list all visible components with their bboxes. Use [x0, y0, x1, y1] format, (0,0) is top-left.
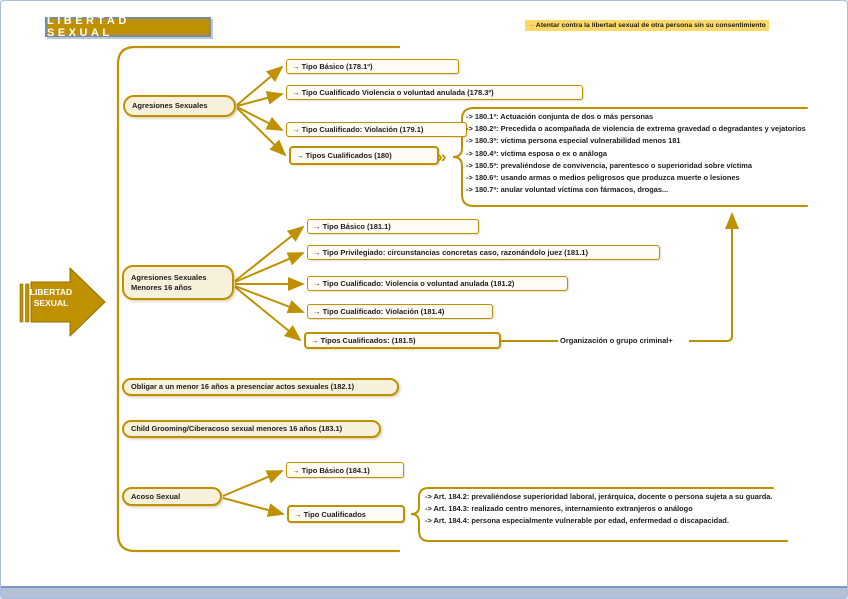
arrow-icon: →	[528, 22, 535, 29]
leaf-tipo-cualificados-184: → Tipo Cualificados	[287, 505, 405, 523]
root-node-label: LIBERTAD SEXUAL	[29, 287, 73, 309]
leaf-tipo-cualificado-violencia-178: → Tipo Cualificado Violencia o voluntad …	[286, 85, 583, 100]
node-agresiones-menores: Agresiones Sexuales Menores 16 años	[122, 265, 234, 300]
list-item: -> Art. 184.2: prevaliéndose superiorida…	[425, 492, 773, 501]
root-arrow-stripe	[25, 283, 30, 323]
leaf-tipo-cualificado-violacion-181: → Tipo Cualificado: Violación (181.4)	[307, 304, 493, 319]
leaf-tipo-privilegiado-181: → Tipo Privilegiado: circunstancias conc…	[307, 245, 660, 260]
root-arrow	[30, 267, 106, 337]
bottom-bar	[1, 586, 847, 598]
leaf-tipo-basico-178: → Tipo Básico (178.1º)	[286, 59, 459, 74]
list-item: -> 180.2ª: Precedida o acompañada de vio…	[466, 124, 806, 134]
list-item: -> 180.1ª: Actuación conjunta de dos o m…	[466, 112, 654, 121]
list-item: -> 180.6ª: usando armas o medios peligro…	[466, 173, 740, 183]
list-item: -> 180.3ª: víctima persona especial vuln…	[466, 136, 681, 146]
list-item: -> Art. 184.4: persona especialmente vul…	[425, 515, 729, 525]
list-180-circumstances: -> 180.1ª: Actuación conjunta de dos o m…	[466, 111, 808, 196]
list-item: -> 180.4ª: víctima esposa o ex o análoga	[466, 148, 607, 158]
list-item: -> Art. 184.3: realizado centro menores,…	[425, 503, 693, 513]
org-criminal-label: Organización o grupo criminal+	[560, 336, 673, 345]
leaf-tipos-cualificados-180: → Tipos Cualificados (180)	[289, 146, 439, 165]
list-item: -> 180.7ª: anular voluntad víctima con f…	[466, 185, 669, 195]
leaf-tipo-cualificado-violacion-179: → Tipo Cualificado: Violación (179.1)	[286, 122, 467, 137]
list-item: -> 180.5ª: prevaliéndose de convivencia,…	[466, 160, 752, 170]
root-arrow-stripe	[19, 283, 24, 323]
node-agresiones-sexuales: Agresiones Sexuales	[123, 95, 236, 117]
spine-bracket	[116, 45, 401, 553]
node-acoso-sexual: Acoso Sexual	[122, 487, 222, 506]
brace-184-list	[410, 487, 788, 542]
node-obligar-menor: Obligar a un menor 16 años a presenciar …	[122, 378, 399, 396]
page-title: LIBERTAD SEXUAL	[45, 15, 211, 39]
double-chevron-icon: »	[437, 147, 447, 166]
leaf-tipo-cualificado-violencia-181: → Tipo Cualificado: Violencia o voluntad…	[307, 276, 568, 291]
list-184-circumstances: -> Art. 184.2: prevaliéndose superiorida…	[425, 491, 781, 526]
leaf-tipo-basico-181: → Tipo Básico (181.1)	[307, 219, 479, 234]
definition-note: →Atentar contra la libertad sexual de ot…	[525, 20, 769, 31]
leaf-tipo-basico-184: → Tipo Básico (184.1)	[286, 462, 404, 478]
definition-note-text: Atentar contra la libertad sexual de otr…	[535, 22, 766, 29]
leaf-tipos-cualificados-181: → Tipos Cualificados: (181.5)	[304, 332, 501, 349]
brace-180-list	[452, 107, 808, 207]
node-child-grooming: Child Grooming/Ciberacoso sexual menores…	[122, 420, 381, 438]
